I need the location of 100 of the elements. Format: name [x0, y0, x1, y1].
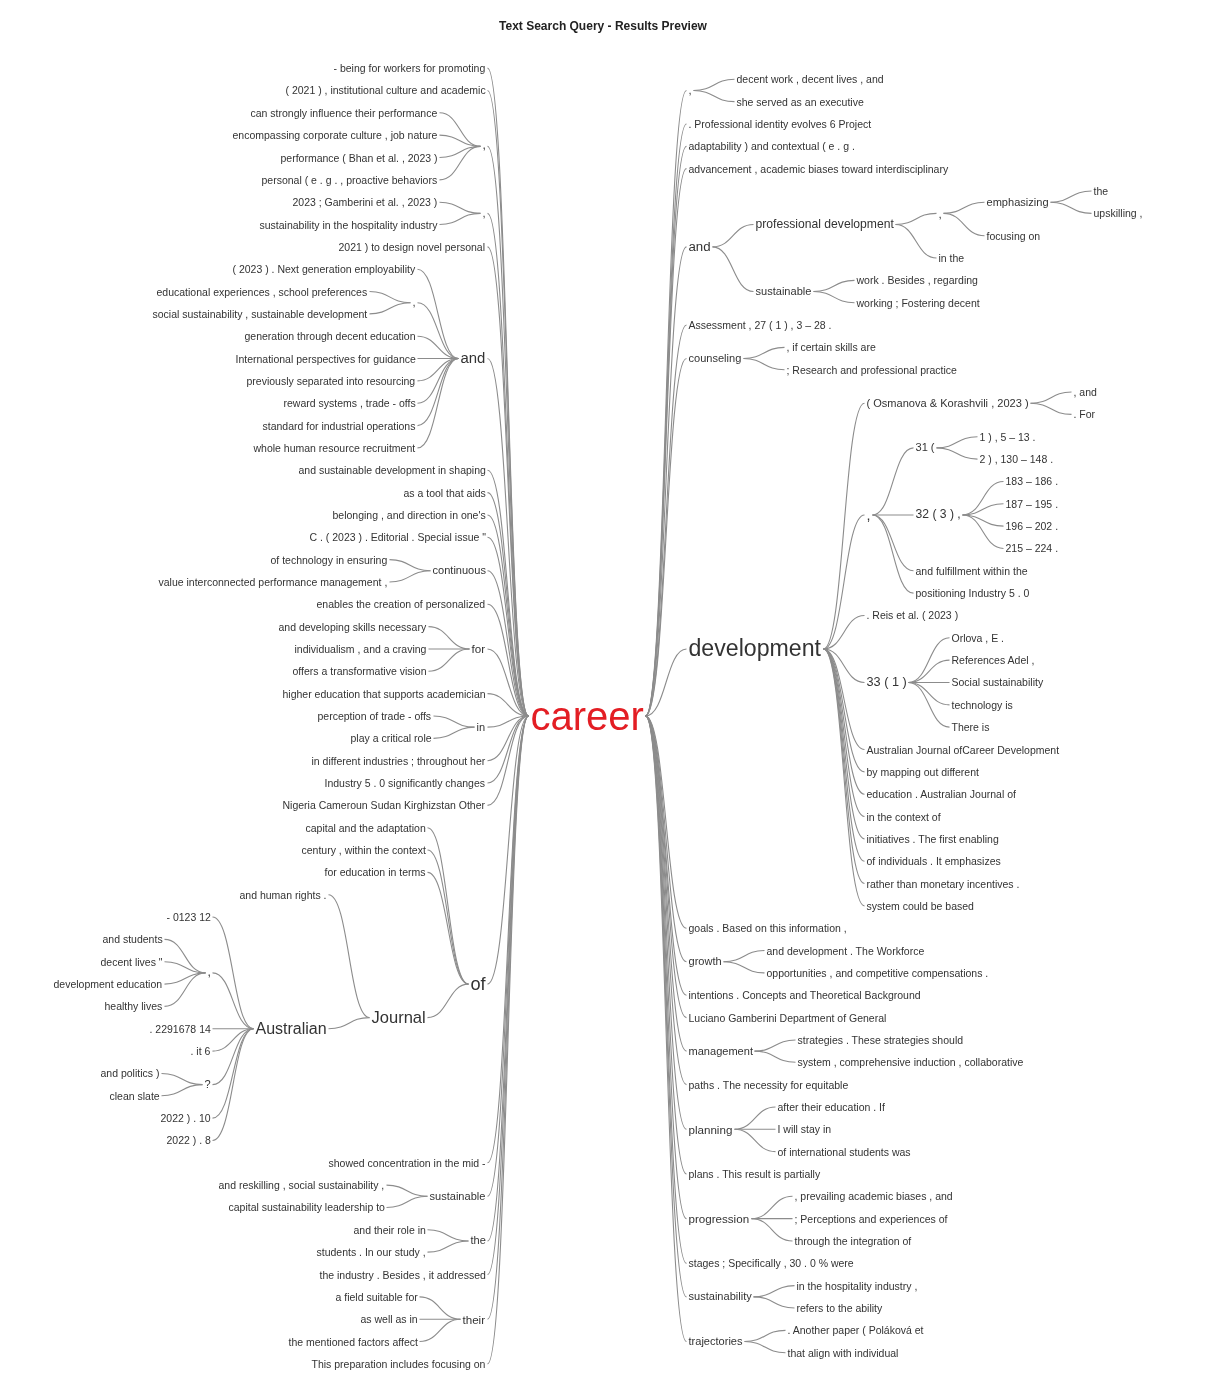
- word-tree-phrase: clean slate: [109, 1089, 160, 1102]
- branch-line: [935, 447, 979, 460]
- branch-line: [871, 514, 915, 594]
- word-tree-phrase: adaptability ) and contextual ( e . g .: [688, 140, 855, 153]
- word-tree-phrase: in the: [938, 252, 965, 265]
- word-tree-phrase: capital sustainability leadership to: [228, 1201, 385, 1214]
- branch-line: [327, 894, 371, 1019]
- branch-line: [416, 268, 460, 360]
- word-tree-phrase: . Professional identity evolves 6 Project: [688, 118, 872, 131]
- word-tree-phrase: students . In our study ,: [316, 1246, 426, 1259]
- branch-line: [743, 1340, 787, 1354]
- word-tree-phrase: . Reis et al. ( 2023 ): [866, 609, 959, 622]
- word-tree-phrase: , if certain skills are: [786, 341, 876, 354]
- word-tree-phrase: of international students was: [777, 1145, 911, 1158]
- word-tree-phrase: ,: [866, 506, 871, 524]
- word-tree-phrase: . Another paper ( Poláková et: [787, 1324, 924, 1337]
- word-tree-phrase: Luciano Gamberini Department of General: [688, 1011, 887, 1024]
- word-tree-phrase: ,: [412, 296, 416, 309]
- word-tree-phrase: development education: [53, 978, 163, 991]
- branch-line: [871, 514, 915, 572]
- word-tree-phrase: sustainable: [429, 1189, 486, 1203]
- branch-line: [163, 972, 207, 1007]
- branch-line: [894, 223, 938, 259]
- word-tree-phrase: standard for industrial operations: [262, 419, 416, 432]
- word-tree-phrase: . it 6: [190, 1045, 211, 1058]
- branch-line: [211, 1028, 255, 1141]
- word-tree-phrase: 2 ) , 130 – 148 .: [979, 453, 1054, 466]
- word-tree-phrase: 2023 ; Gamberini et al. , 2023 ): [292, 196, 438, 209]
- word-tree-phrase: 196 – 202 .: [1005, 520, 1059, 533]
- word-tree-phrase: sustainable: [755, 285, 812, 298]
- word-tree-phrase: higher education that supports academician: [282, 687, 486, 700]
- branch-line: [432, 715, 476, 728]
- word-tree-phrase: education . Australian Journal of: [866, 788, 1016, 801]
- branch-line: [812, 291, 856, 304]
- branch-line: [327, 1017, 371, 1030]
- word-tree-phrase: ,: [482, 139, 486, 154]
- word-tree-phrase: growth: [688, 955, 722, 968]
- word-tree-phrase: professional development: [755, 217, 894, 232]
- word-tree-phrase: by mapping out different: [866, 765, 979, 778]
- word-tree-phrase: and development . The Workforce: [766, 944, 925, 957]
- word-tree-phrase: . For: [1073, 408, 1096, 421]
- branch-line: [733, 1128, 777, 1153]
- word-tree-phrase: continuous: [432, 564, 486, 577]
- word-tree-phrase: their: [462, 1312, 486, 1326]
- branch-line: [368, 302, 412, 315]
- word-tree-phrase: sustainability in the hospitality industry: [259, 218, 438, 231]
- word-tree-phrase: focusing on: [986, 229, 1041, 242]
- branch-line: [750, 1218, 794, 1242]
- word-tree-phrase: decent lives ": [100, 955, 163, 968]
- word-tree-phrase: after their education . If: [777, 1100, 885, 1113]
- word-tree-phrase: 2021 ) to design novel personal: [338, 240, 486, 253]
- word-tree-phrase: Industry 5 . 0 significantly changes: [324, 777, 485, 790]
- word-tree-phrase: and developing skills necessary: [278, 620, 427, 633]
- word-tree-phrase: through the integration of: [794, 1235, 912, 1248]
- word-tree-phrase: whole human resource recruitment: [253, 441, 416, 454]
- branch-line: [1029, 391, 1073, 404]
- word-tree-phrase: stages ; Specifically , 30 . 0 % were: [688, 1257, 854, 1270]
- word-tree-phrase: 32 ( 3 ) ,: [915, 507, 961, 522]
- branch-line: [644, 648, 688, 717]
- word-tree-phrase: that align with individual: [787, 1346, 899, 1359]
- word-tree-phrase: the industry . Besides , it addressed: [319, 1268, 486, 1281]
- branch-line: [942, 212, 986, 237]
- word-tree-phrase: 1 ) , 5 – 13 .: [979, 430, 1036, 443]
- branch-line: [722, 961, 766, 974]
- word-tree-phrase: ( 2021 ) , institutional culture and academic: [285, 84, 486, 97]
- branch-line: [388, 570, 432, 583]
- word-tree-phrase: century , within the context: [301, 844, 426, 857]
- word-tree-phrase: 215 – 224 .: [1005, 542, 1059, 555]
- word-tree-phrase: Assessment , 27 ( 1 ) , 3 – 28 .: [688, 319, 832, 332]
- word-tree-phrase: positioning Industry 5 . 0: [915, 587, 1030, 600]
- branch-line: [822, 614, 866, 650]
- word-tree-phrase: educational experiences , school preferences: [156, 285, 368, 298]
- branch-line: [426, 983, 470, 1019]
- word-tree-phrase: technology is: [951, 698, 1013, 711]
- word-tree-phrase: initiatives . The first enabling: [866, 832, 999, 845]
- branch-line: [1049, 190, 1093, 203]
- word-tree-phrase: Australian: [255, 1019, 327, 1039]
- word-tree-phrase: ,: [938, 206, 942, 221]
- word-tree-phrase: social sustainability , sustainable development: [152, 307, 368, 320]
- branch-line: [427, 648, 471, 672]
- word-tree-phrase: refers to the ability: [796, 1302, 883, 1315]
- word-tree-phrase: management: [688, 1044, 753, 1058]
- word-tree-phrase: References Adel ,: [951, 654, 1035, 667]
- word-tree-phrase: healthy lives: [104, 1000, 163, 1013]
- word-tree-phrase: as a tool that aids: [403, 486, 486, 499]
- word-tree-phrase: and: [688, 239, 711, 255]
- word-tree-phrase: perception of trade - offs: [317, 710, 432, 723]
- branch-line: [753, 1039, 797, 1052]
- word-tree-phrase: ( Osmanova & Korashvili , 2023 ): [866, 396, 1029, 410]
- word-tree-phrase: development: [688, 635, 821, 663]
- word-tree-phrase: There is: [951, 721, 990, 734]
- branch-line: [416, 358, 460, 449]
- word-tree-phrase: work . Besides , regarding: [856, 274, 978, 287]
- word-tree-phrase: goals . Based on this information ,: [688, 922, 847, 935]
- word-tree-phrase: 183 – 186 .: [1005, 475, 1059, 488]
- word-tree-phrase: play a critical role: [350, 732, 432, 745]
- word-tree-phrase: intentions . Concepts and Theoretical Background: [688, 989, 921, 1002]
- word-tree-phrase: and: [460, 350, 486, 368]
- word-tree-phrase: 2022 ) . 10: [160, 1112, 211, 1125]
- word-tree-phrase: . 2291678 14: [149, 1022, 211, 1035]
